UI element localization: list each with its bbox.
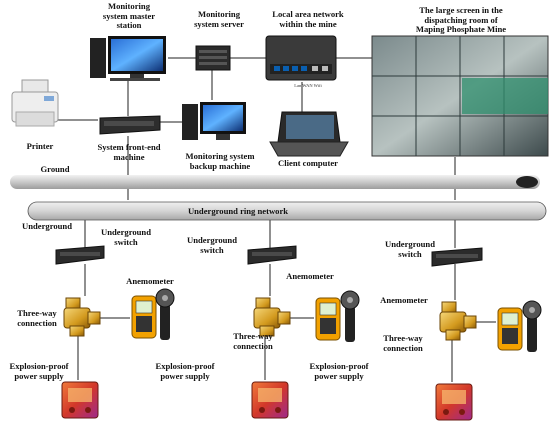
- ring-network-label: Underground ring network: [187, 206, 289, 216]
- underground-switch-label-1: Underground switch: [101, 227, 151, 247]
- server-icon: [195, 45, 231, 71]
- underground-ring-bar: [27, 201, 547, 221]
- three-way-connection-label-1: Three-way connection: [17, 308, 57, 328]
- power-supply-label-3: Explosion-proof power supply: [309, 361, 369, 381]
- big-screen-icon: [371, 35, 549, 157]
- three-way-connection-label-2: Three-way connection: [233, 331, 273, 351]
- front-end-machine-label: System front-end machine: [97, 142, 161, 162]
- anemometer-label-1: Anemometer: [126, 276, 174, 286]
- three-way-connection-icon-1: [63, 297, 101, 337]
- client-computer-label: Client computer: [278, 158, 338, 168]
- power-supply-label-1: Explosion-proof power supply: [9, 361, 69, 381]
- ground-label: Ground: [40, 164, 70, 174]
- underground-switch-label-3: Underground switch: [385, 239, 435, 259]
- explosion-proof-power-supply-icon-1: [61, 381, 99, 419]
- printer-label: Printer: [26, 141, 54, 151]
- master-station-icon: [90, 36, 166, 81]
- router-icon: [265, 35, 337, 81]
- power-supply-label-2: Explosion-proof power supply: [155, 361, 215, 381]
- backup-machine-label: Monitoring system backup machine: [185, 151, 255, 171]
- lan-label: Local area network within the mine: [272, 9, 344, 29]
- router-port-labels: Lan WAN Wifi: [294, 83, 322, 88]
- laptop-icon: [269, 111, 349, 157]
- underground-switch-icon-3: [431, 247, 483, 267]
- anemometer-label-2: Anemometer: [286, 271, 334, 281]
- underground-switch-label-2: Underground switch: [187, 235, 237, 255]
- three-way-connection-label-3: Three-way connection: [383, 333, 423, 353]
- underground-switch-icon-2: [247, 245, 297, 265]
- three-way-connection-icon-2: [253, 297, 291, 337]
- printer-icon: [11, 79, 59, 127]
- ground-bar: [10, 175, 540, 189]
- explosion-proof-power-supply-icon-3: [435, 383, 473, 421]
- three-way-connection-icon-3: [439, 301, 477, 341]
- underground-switch-icon-1: [55, 245, 105, 265]
- explosion-proof-power-supply-icon-2: [251, 381, 289, 419]
- front-end-machine-icon: [99, 115, 161, 135]
- anemometer-icon-3: [497, 300, 542, 352]
- connection-lines: [58, 57, 496, 382]
- backup-machine-icon: [182, 102, 246, 140]
- big-screen-label: The large screen in the dispatching room…: [415, 5, 507, 34]
- master-station-label: Monitoring system master station: [102, 1, 156, 30]
- anemometer-icon-1: [131, 288, 175, 340]
- anemometer-label-3: Anemometer: [380, 295, 428, 305]
- underground-label: Underground: [22, 221, 72, 231]
- anemometer-icon-2: [315, 290, 360, 342]
- server-label: Monitoring system server: [194, 9, 244, 29]
